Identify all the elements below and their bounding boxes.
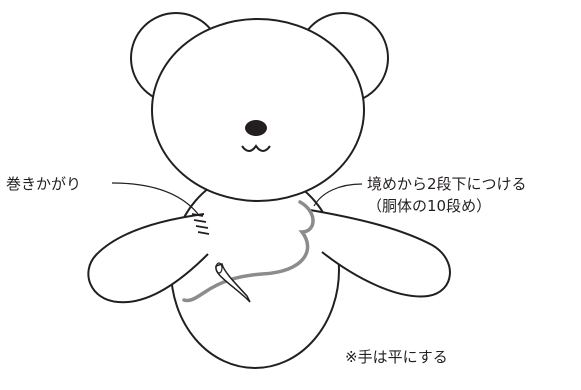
label-attach-position: 境めから2段下につける [367,175,527,193]
whip-stitch-marks [191,213,210,235]
bear-mouth [241,144,271,152]
bear-right-arm [309,209,451,298]
yarn-strand [182,200,315,303]
bear-left-arm [87,213,209,304]
leader-line-left [111,182,199,215]
needle-icon [215,262,251,303]
label-body-row: （胴体の10段め） [367,197,492,215]
bear-nose [245,120,267,136]
label-whip-stitch: 巻きかがり [6,175,82,193]
label-arm-note: ※手は平にする [345,348,448,366]
leader-line-right [313,183,363,207]
bear-head [151,18,365,202]
